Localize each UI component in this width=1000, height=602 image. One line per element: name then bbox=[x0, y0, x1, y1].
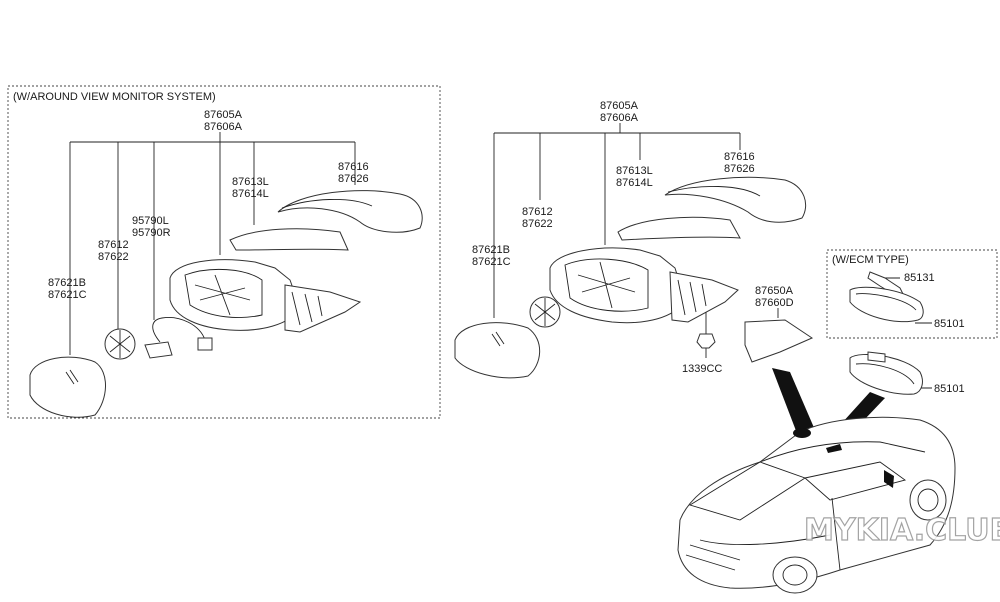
ecm-inside-mirror bbox=[849, 286, 924, 323]
left-group-frame bbox=[7, 85, 441, 419]
ecm-group: (W/ECM TYPE) 85131 85101 bbox=[826, 249, 998, 339]
car-inside-mirror-highlight bbox=[826, 444, 842, 453]
left-scalp bbox=[229, 228, 349, 251]
center-label-bracket-a: 87650A bbox=[755, 285, 794, 297]
left-label-camera-a: 95790L bbox=[132, 215, 169, 227]
center-mirror-glass bbox=[454, 322, 541, 379]
left-camera-connector bbox=[197, 337, 213, 351]
left-label-scalp-a: 87613L bbox=[232, 176, 269, 188]
ecm-group-title: (W/ECM TYPE) bbox=[832, 254, 909, 266]
left-mirror-cover bbox=[277, 190, 423, 233]
center-group: 87605A 87606A 87616 87626 87613L 87614L … bbox=[454, 100, 814, 379]
inside-mirror-group: 85101 bbox=[849, 351, 965, 395]
center-label-glass-b: 87621C bbox=[472, 256, 511, 268]
left-camera-harness bbox=[152, 317, 206, 343]
left-mirror-housing bbox=[169, 259, 301, 331]
ecm-label-inside-mirror: 85101 bbox=[934, 318, 965, 330]
center-label-glass-a: 87621B bbox=[472, 244, 510, 256]
left-mirror-base bbox=[284, 284, 362, 333]
center-label-assy-a: 87605A bbox=[600, 100, 639, 112]
center-nut bbox=[696, 333, 716, 349]
center-label-scalp-b: 87614L bbox=[616, 177, 653, 189]
inside-mirror bbox=[849, 354, 923, 395]
left-label-actuator-a: 87612 bbox=[98, 239, 129, 251]
car-rear-wheel bbox=[772, 556, 818, 594]
left-label-cover-b: 87626 bbox=[338, 173, 369, 185]
left-label-cover-a: 87616 bbox=[338, 161, 369, 173]
watermark: MYKIA.CLUB bbox=[804, 513, 1000, 548]
center-label-bracket-b: 87660D bbox=[755, 297, 794, 309]
center-label-cover-b: 87626 bbox=[724, 163, 755, 175]
car-side-window bbox=[804, 461, 907, 501]
ecm-label-sensor: 85131 bbox=[904, 272, 935, 284]
left-camera-unit bbox=[144, 341, 173, 359]
left-group-avm: (W/AROUND VIEW MONITOR SYSTEM) 87605A 87… bbox=[7, 85, 441, 419]
center-bracket bbox=[744, 319, 814, 363]
center-label-cover-a: 87616 bbox=[724, 151, 755, 163]
left-label-camera-b: 95790R bbox=[132, 227, 171, 239]
center-scalp bbox=[617, 216, 741, 241]
callout-arrow-outside-mirror bbox=[772, 368, 815, 436]
center-mirror-housing bbox=[549, 247, 686, 324]
left-mirror-glass bbox=[29, 356, 106, 418]
ecm-group-frame bbox=[826, 249, 998, 339]
center-label-nut: 1339CC bbox=[682, 363, 722, 375]
center-label-assy-b: 87606A bbox=[600, 112, 639, 124]
left-label-glass-a: 87621B bbox=[48, 277, 86, 289]
center-label-scalp-a: 87613L bbox=[616, 165, 653, 177]
inside-mirror-label: 85101 bbox=[934, 383, 965, 395]
left-label-glass-b: 87621C bbox=[48, 289, 87, 301]
left-label-assy-a: 87605A bbox=[204, 109, 243, 121]
center-label-actuator-b: 87622 bbox=[522, 218, 553, 230]
left-label-scalp-b: 87614L bbox=[232, 188, 269, 200]
center-mirror-cover bbox=[664, 176, 807, 223]
car-illustration bbox=[677, 368, 956, 594]
left-label-actuator-b: 87622 bbox=[98, 251, 129, 263]
left-label-assy-b: 87606A bbox=[204, 121, 243, 133]
car-outside-mirror-highlight bbox=[884, 470, 894, 488]
center-label-actuator-a: 87612 bbox=[522, 206, 553, 218]
car-mirror-mount-highlight bbox=[793, 428, 811, 438]
left-group-title: (W/AROUND VIEW MONITOR SYSTEM) bbox=[13, 91, 216, 103]
car-front-wheel bbox=[909, 479, 947, 521]
